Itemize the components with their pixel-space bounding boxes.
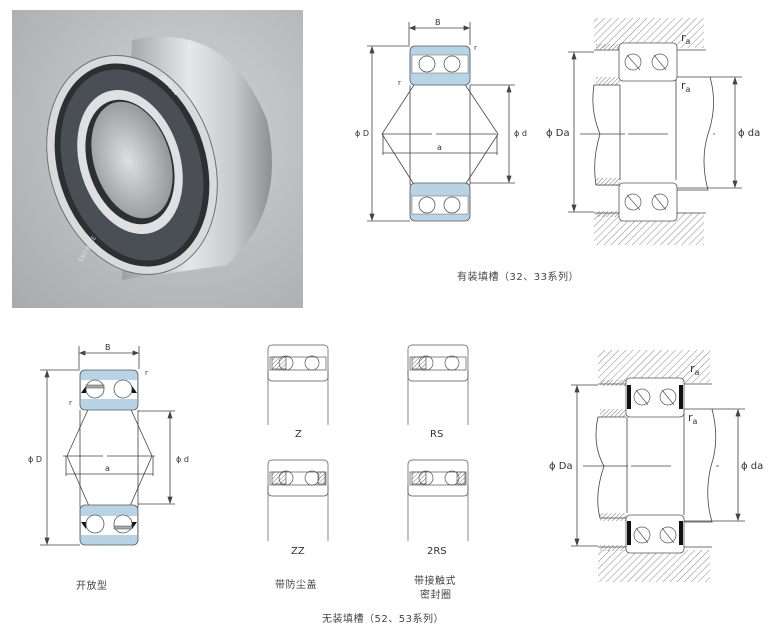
radius-label-r-top: r	[474, 44, 477, 52]
variant-label-2rs: 2RS	[427, 546, 447, 557]
open-type-label: 开放型	[76, 581, 108, 592]
dim-label-D: ϕ D	[28, 455, 42, 464]
dim-label-d: ϕ d	[514, 129, 527, 138]
ra-label-mid: ra	[688, 411, 698, 427]
dim-label-da: ϕ da	[741, 461, 764, 472]
dim-label-a: a	[105, 464, 110, 473]
dim-label-B: B	[105, 343, 111, 352]
dim-label-a: a	[437, 143, 442, 152]
variant-label-rs: RS	[430, 429, 444, 440]
dim-label-Da: ϕ Da	[546, 128, 570, 139]
radius-label-r-inner: r	[398, 79, 401, 87]
top-section-caption: 有装填槽（32、33系列）	[457, 272, 579, 283]
bearing-photo: OEPECE 3208-2RS	[12, 10, 303, 308]
variant-label-z: Z	[295, 429, 302, 440]
variant-desc-zz: 带防尘盖	[275, 580, 317, 591]
variant-label-zz: ZZ	[291, 546, 305, 557]
ra-label-mid: ra	[681, 79, 691, 95]
dim-label-d: ϕ d	[176, 455, 189, 464]
variant-desc-2rs-line2: 密封圈	[420, 590, 452, 601]
dim-label-D: ϕ D	[355, 129, 369, 138]
dim-label-Da: ϕ Da	[549, 461, 573, 472]
ra-label-top: ra	[681, 31, 691, 47]
bottom-section-caption: 无装填槽（52、53系列）	[322, 614, 444, 625]
dim-label-da: ϕ da	[738, 128, 761, 139]
radius-label-r-top: r	[145, 369, 148, 377]
radius-label-r-inner: r	[69, 399, 72, 407]
variant-desc-2rs-line1: 带接触式	[414, 576, 456, 587]
dim-label-B: B	[435, 18, 441, 27]
ra-label-top: ra	[690, 362, 700, 378]
